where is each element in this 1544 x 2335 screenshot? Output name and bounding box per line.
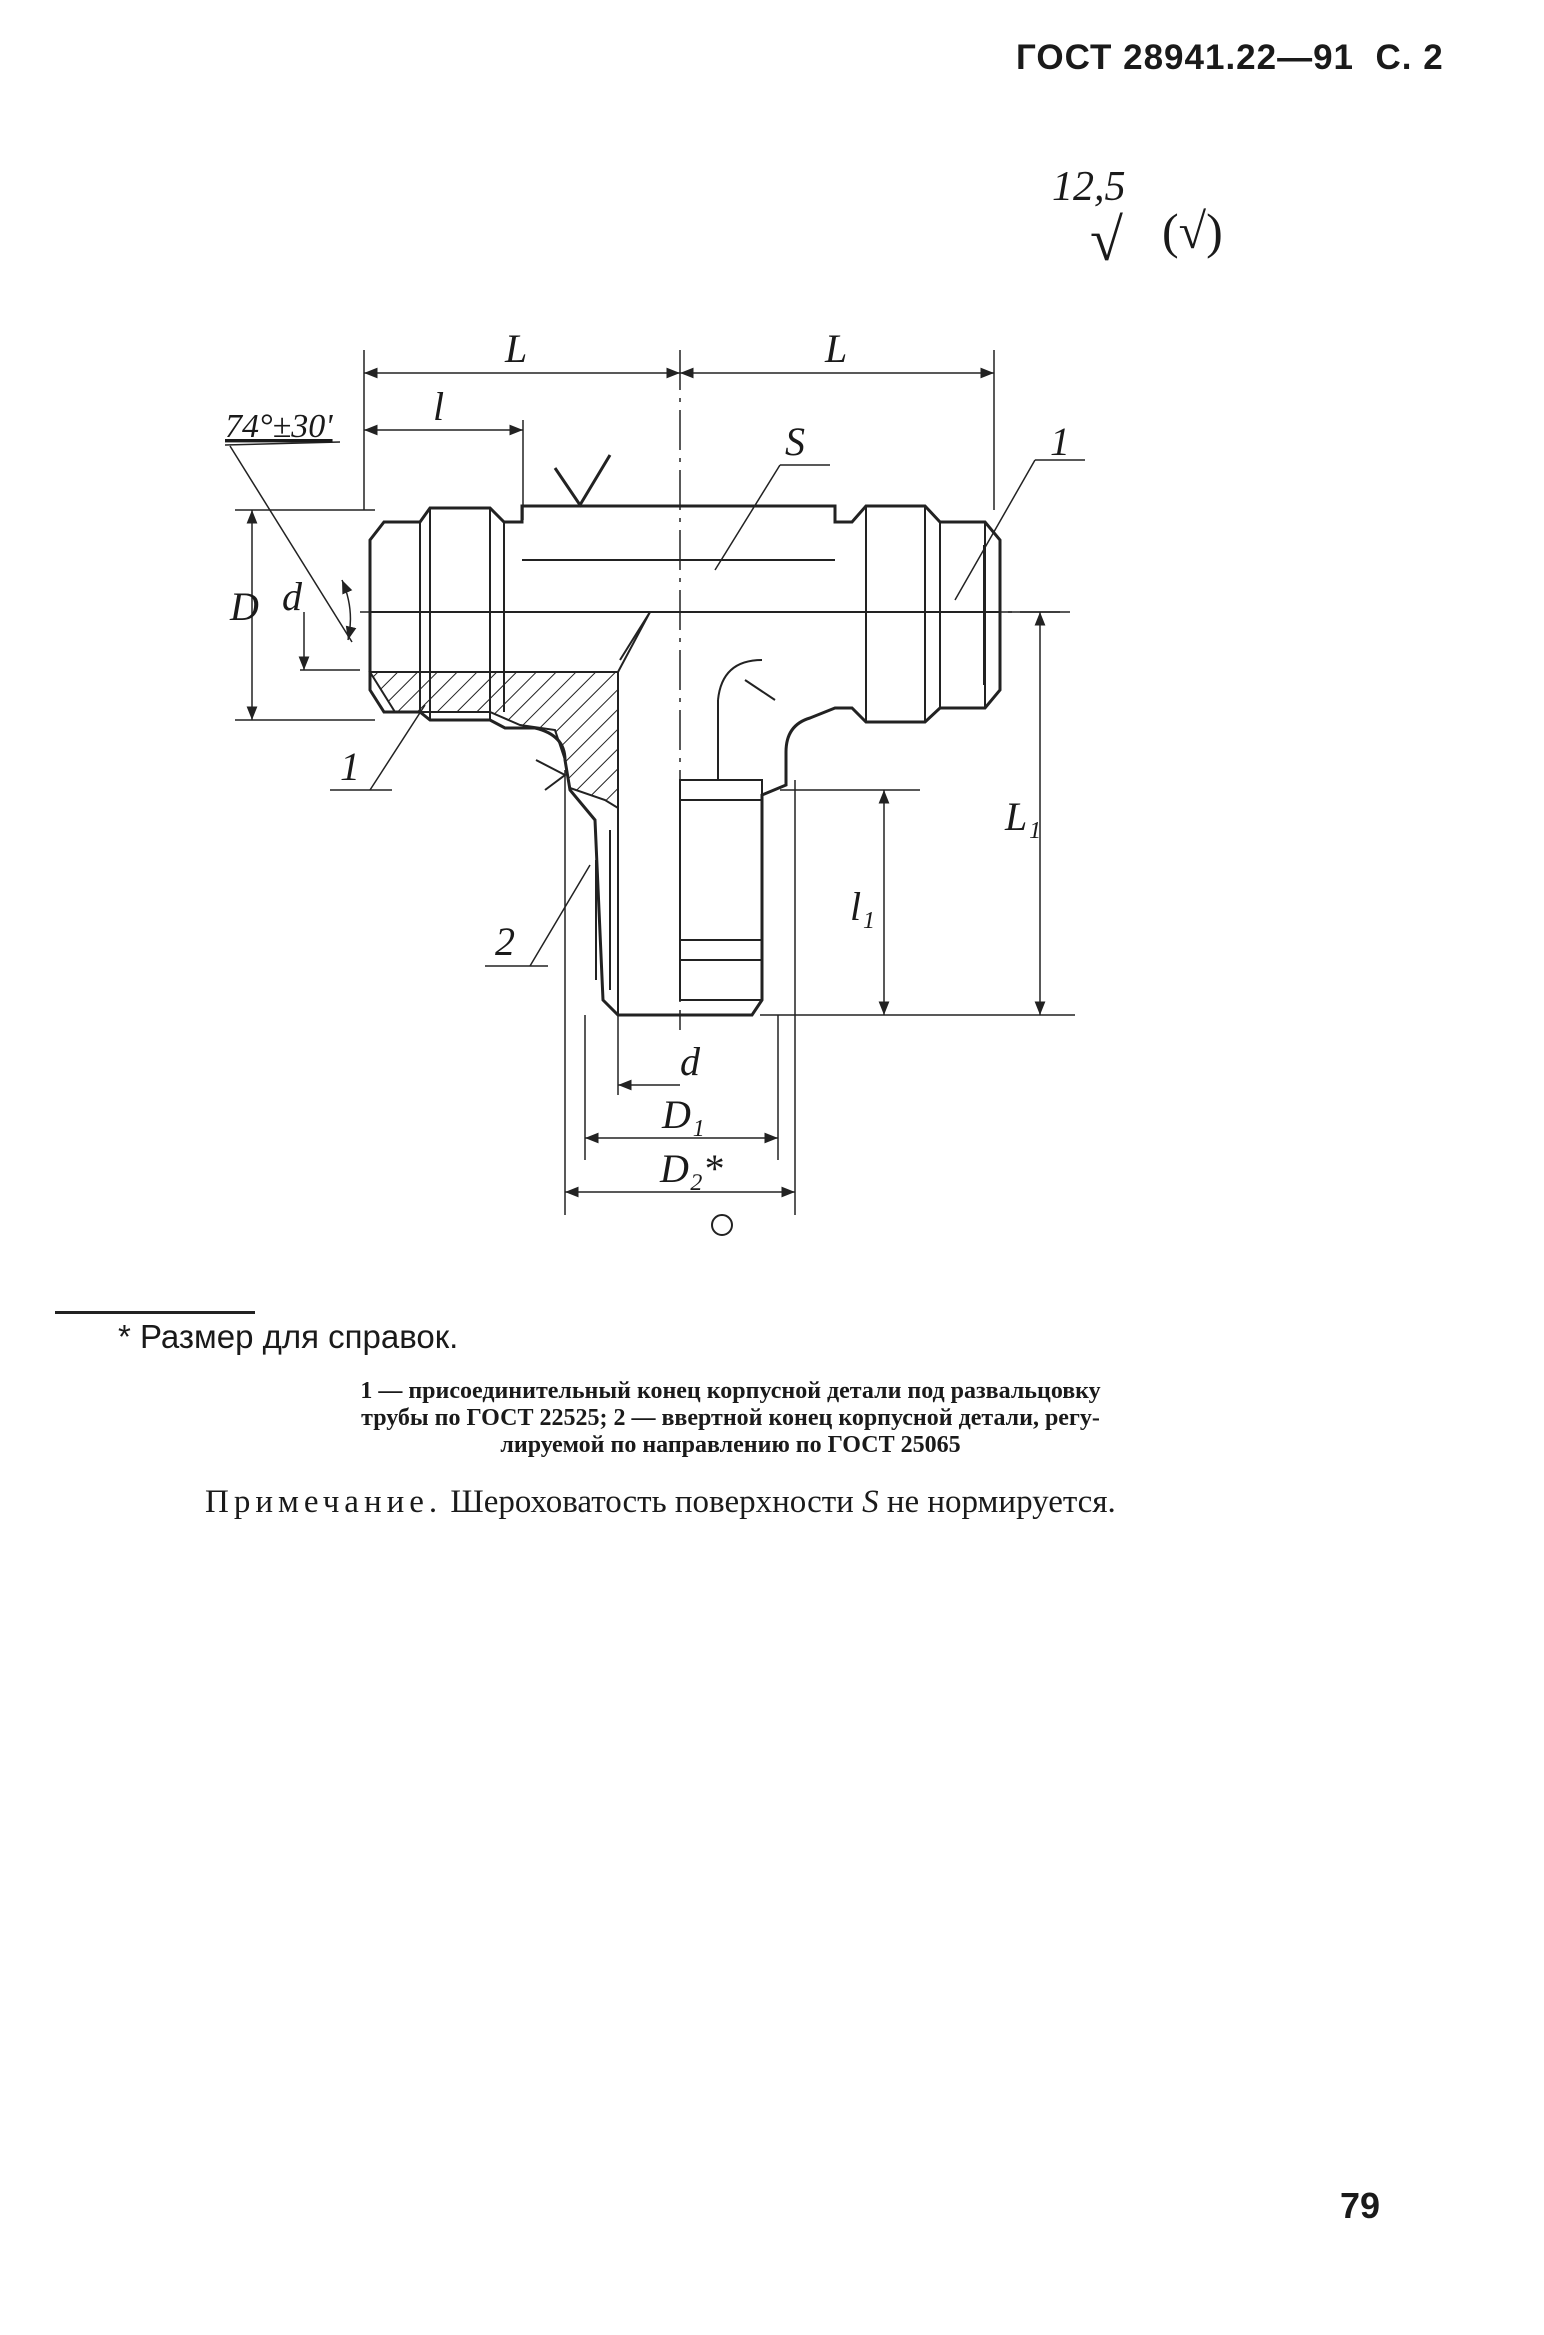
label-l1: l₁ xyxy=(850,884,875,929)
page-header: ГОСТ 28941.22—91 С. 2 xyxy=(1016,38,1444,78)
note-symbol: S xyxy=(862,1484,879,1520)
label-L1: L₁ xyxy=(1004,794,1041,839)
tee-fitting-drawing: 12,5 √ (√) xyxy=(224,164,1223,1236)
roughness-symbol: 12,5 √ (√) xyxy=(1052,164,1223,273)
standard-number: ГОСТ 28941.22—91 xyxy=(1016,38,1355,77)
label-bottom-d: d xyxy=(680,1039,701,1084)
note-text-before: Шероховатость поверхности xyxy=(450,1484,854,1520)
label-D2: D₂* xyxy=(659,1146,723,1191)
label-D: D xyxy=(229,584,259,629)
footnote: * Размер для справок. xyxy=(118,1318,459,1355)
callout-1-right: 1 xyxy=(1050,419,1070,464)
legend-line: 1 — присоединительный конец корпусной де… xyxy=(360,1378,1101,1404)
note-paragraph: Примечание. Шероховатость поверхности S … xyxy=(205,1480,1265,1524)
surface-check-icon xyxy=(553,454,612,508)
callout-1-left: 1 xyxy=(340,744,360,789)
legend-line: трубы по ГОСТ 22525; 2 — ввертной конец … xyxy=(361,1405,1100,1431)
label-l: l xyxy=(433,384,444,429)
roughness-value: 12,5 xyxy=(1052,164,1126,210)
section-hatch xyxy=(368,671,619,810)
label-D1: D₁ xyxy=(661,1092,705,1137)
footnote-rule xyxy=(55,1311,255,1314)
page-number: 79 xyxy=(1340,2185,1381,2226)
legend-line: лируемой по направлению по ГОСТ 25065 xyxy=(500,1432,961,1458)
label-S: S xyxy=(785,419,805,464)
note-label: Примечание. xyxy=(205,1484,443,1520)
figure-legend: 1 — присоединительный конец корпусной де… xyxy=(193,1378,1268,1459)
roughness-paren-icon: (√) xyxy=(1162,203,1223,259)
fitting-body-outline xyxy=(368,504,1002,1017)
roughness-check-icon: √ xyxy=(1090,207,1123,273)
callout-2: 2 xyxy=(495,919,515,964)
label-d: d xyxy=(282,574,303,619)
label-L-left: L xyxy=(504,326,527,371)
label-L-right: L xyxy=(824,326,847,371)
label-angle: 74°±30' xyxy=(225,408,333,445)
dimension-center-mark-icon xyxy=(711,1214,733,1236)
note-text-after: не нормируется. xyxy=(886,1484,1116,1520)
page-reference: С. 2 xyxy=(1375,38,1444,77)
